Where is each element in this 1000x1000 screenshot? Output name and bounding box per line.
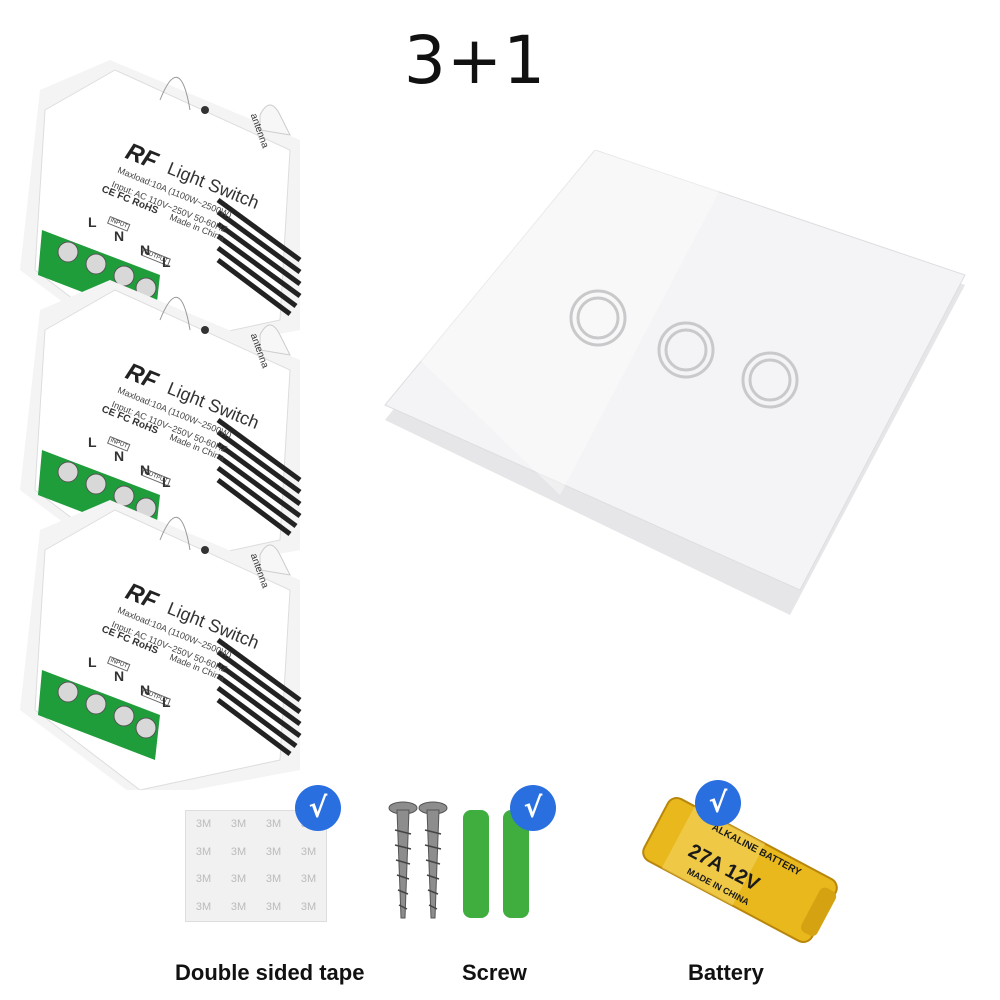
- terminal-label: N: [140, 682, 151, 698]
- terminal-label: N: [114, 228, 125, 244]
- touch-button-icon: [569, 289, 627, 347]
- terminal-label: N: [140, 242, 151, 258]
- battery-image: [642, 797, 838, 943]
- check-icon: √: [510, 785, 556, 831]
- terminal-label: L: [88, 434, 97, 450]
- rf-module-2: RF Light Switch Maxload:10A (1100W~2500W…: [0, 250, 340, 570]
- terminal-label: N: [114, 448, 125, 464]
- terminal-label: L: [162, 254, 171, 270]
- wall-anchor-icon: [463, 810, 529, 918]
- screws-and-anchors-image: [388, 801, 529, 919]
- terminal-label: N: [140, 462, 151, 478]
- terminal-label: L: [162, 694, 171, 710]
- accessory-label-tape: Double sided tape: [175, 960, 365, 985]
- accessory-label-battery: Battery: [688, 960, 764, 985]
- terminal-label: N: [114, 668, 125, 684]
- rf-module-1: RF Light Switch Maxload:10A (1100W~2500W…: [0, 30, 340, 350]
- check-icon: √: [695, 780, 741, 826]
- rf-module-3: RF Light Switch Maxload:10A (1100W~2500W…: [0, 470, 340, 790]
- terminal-label: L: [88, 214, 97, 230]
- terminal-label: L: [162, 474, 171, 490]
- touch-switch-panel: [380, 149, 970, 620]
- page-title: 3+1: [403, 22, 547, 99]
- accessory-label-screw: Screw: [462, 960, 527, 985]
- terminal-label: L: [88, 654, 97, 670]
- check-icon: √: [295, 785, 341, 831]
